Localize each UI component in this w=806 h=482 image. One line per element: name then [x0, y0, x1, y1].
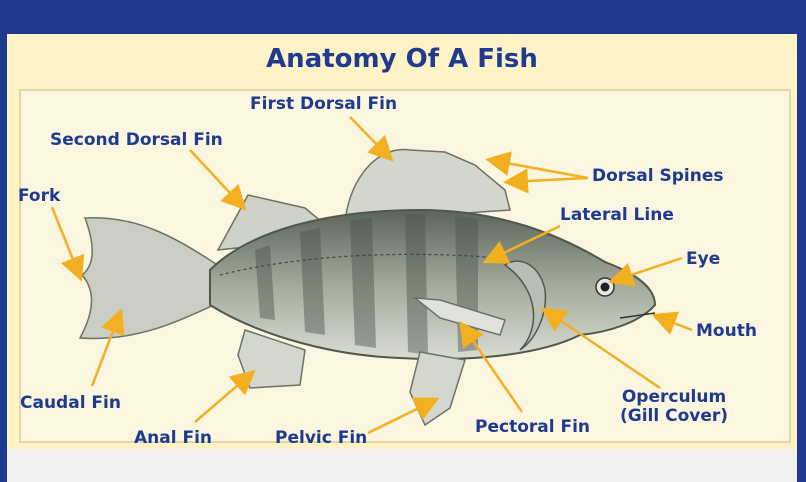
- label-caudal-fin: Caudal Fin: [20, 393, 121, 413]
- pelvic-fin-shape: [410, 352, 465, 425]
- caudal-fin-shape: [80, 218, 225, 339]
- label-operculum: Operculum (Gill Cover): [620, 388, 728, 426]
- arrow-fork: [52, 207, 80, 277]
- label-operculum-line1: Operculum: [620, 388, 728, 407]
- label-mouth: Mouth: [696, 321, 757, 341]
- label-first-dorsal-fin: First Dorsal Fin: [250, 94, 397, 114]
- label-anal-fin: Anal Fin: [134, 428, 212, 448]
- arrow-first-dorsal-fin: [350, 117, 390, 158]
- fish-body-shape: [210, 210, 655, 359]
- label-pelvic-fin: Pelvic Fin: [275, 428, 367, 448]
- arrow-dorsal-spines-1: [490, 160, 588, 178]
- label-operculum-line2: (Gill Cover): [620, 407, 728, 426]
- arrow-anal-fin: [195, 373, 252, 422]
- label-second-dorsal-fin: Second Dorsal Fin: [50, 130, 223, 150]
- arrow-second-dorsal-fin: [190, 150, 243, 207]
- label-fork: Fork: [18, 186, 60, 206]
- arrow-dorsal-spines-2: [508, 178, 588, 182]
- label-pectoral-fin: Pectoral Fin: [475, 417, 590, 437]
- label-eye: Eye: [686, 249, 720, 269]
- arrow-mouth: [656, 316, 692, 330]
- label-lateral-line: Lateral Line: [560, 205, 674, 225]
- label-dorsal-spines: Dorsal Spines: [592, 166, 724, 186]
